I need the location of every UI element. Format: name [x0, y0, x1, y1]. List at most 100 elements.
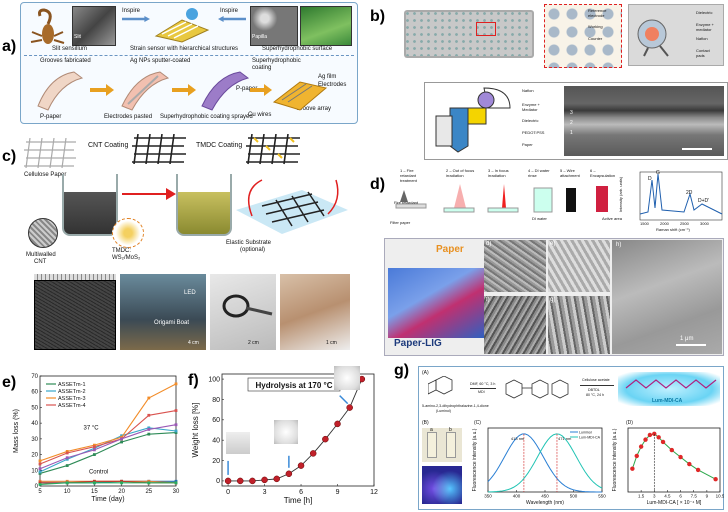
raman-peak-g: G	[656, 170, 660, 176]
intermediate-structure	[502, 374, 572, 404]
raman-tick-3: 2500	[680, 221, 689, 226]
g-D-xtick-label-4: 7.5	[691, 494, 698, 499]
f-point-6	[298, 463, 304, 469]
panel-d-label: d)	[370, 176, 385, 194]
f-xlabel: Time [h]	[284, 496, 313, 505]
g-D-xlabel: Lum-MDI-CA [ × 10⁻⁴ M]	[647, 500, 702, 506]
gd-point-3	[643, 437, 647, 441]
process-arrows	[120, 184, 180, 204]
grooves-label: Grooves fabricated	[40, 58, 91, 64]
g-D-xtick-label-5: 9	[706, 494, 709, 499]
g-D-xtick-label-3: 6	[679, 494, 682, 499]
g-C-xtick-label-0: 350	[484, 494, 492, 499]
gd-point-12	[713, 477, 717, 481]
divider-dashed	[24, 55, 354, 56]
e-xtick-label-4: 25	[145, 489, 152, 495]
e-point-3-5	[175, 409, 178, 412]
e-point-1-5	[175, 430, 178, 433]
gc-legend-label-0: Luminol	[579, 431, 592, 435]
f-ytick-label-1: 20	[212, 458, 220, 465]
e-legend-label-3: ASSETm-4	[58, 403, 86, 409]
filter-paper-label: Filter paper	[390, 220, 410, 225]
panel-b-label: b)	[370, 8, 385, 26]
ruler	[34, 274, 116, 280]
mdi-label: MDI	[478, 390, 485, 394]
slit-sem	[72, 6, 116, 46]
sem-f	[484, 296, 546, 354]
step-2: 2 – Out of focus irradiation	[446, 168, 476, 178]
scale-1cm-label: 1 cm	[326, 340, 337, 346]
e-ylabel: Mass loss (%)	[13, 409, 20, 453]
paper-label: Paper	[436, 244, 464, 255]
strain-sensor-illustration	[152, 6, 212, 44]
vial-a	[427, 432, 437, 458]
e-xtick-label-3: 20	[118, 489, 125, 495]
led-label: LED	[184, 290, 196, 296]
sample-photo-top	[334, 366, 360, 390]
sem-d-label: d)	[486, 241, 491, 247]
f-ytick-label-4: 80	[212, 397, 220, 404]
sem-mark-1: 1	[570, 130, 573, 136]
scorpion-icon	[26, 6, 66, 48]
panel-a: a) Slit Slit sensillum Inspire Strain se…	[0, 0, 364, 128]
ws2-label: WS₂/MoS₂	[112, 255, 140, 261]
panel-c: c) CNT Coating TMDC Coating Cellulose Pa…	[0, 134, 364, 354]
f-arrow-3	[340, 396, 348, 404]
g-D-xtick-label-1: 3	[653, 494, 656, 499]
f-point-0	[225, 478, 231, 484]
e-series-line-1	[40, 428, 176, 472]
sub-b-label: (B)	[422, 420, 429, 426]
sample-photo-left	[226, 432, 250, 454]
cond2c-label: 80 °C, 24 h	[586, 393, 604, 397]
raman-tick-4: 3000	[700, 221, 709, 226]
raman-peak-dd: D+D′	[698, 198, 709, 204]
e-ytick-label-7: 70	[31, 374, 38, 380]
e-point-4-3	[120, 437, 123, 440]
sem-g-label: g)	[550, 297, 555, 303]
e-xlabel: Time (day)	[91, 496, 124, 503]
e-xtick-label-2: 15	[91, 489, 98, 495]
gd-point-8	[670, 448, 674, 452]
e-point-4-5	[175, 423, 178, 426]
step-4: 4 – DI water rinse	[528, 168, 556, 178]
e-series-line-0	[40, 433, 176, 474]
mediator-label: mediator	[696, 27, 712, 32]
tmdc-circle	[112, 218, 144, 248]
luminol-name-2: (Luminol)	[436, 409, 451, 413]
sem-f-label: f)	[486, 297, 490, 303]
e-ytick-label-5: 50	[31, 405, 38, 411]
sem-e-label: e)	[550, 241, 555, 247]
fabrication-steps	[30, 66, 330, 114]
strain-sensor-label: Strain sensor with hierarchical structur…	[130, 46, 238, 52]
inspire-2-label: Inspire	[220, 8, 238, 14]
step-6: 6 – Encapsulation	[590, 168, 620, 178]
e-point-3-1	[66, 452, 69, 455]
e-ytick-label-4: 40	[31, 421, 38, 427]
active-area-label: Active area	[602, 216, 622, 221]
f-xtick-label-0: 0	[226, 489, 230, 496]
e-series-line-3	[40, 411, 176, 464]
e-xtick-label-5: 30	[173, 489, 180, 495]
f-xtick-label-4: 12	[370, 489, 378, 496]
cellulose-paper-mesh	[22, 138, 80, 168]
e-ytick-label-3: 30	[31, 437, 38, 443]
loop-fabric	[214, 284, 274, 334]
g-D-plot-frame	[628, 428, 720, 492]
e-point-2-5	[175, 382, 178, 385]
panel-e: e) 51015202530010203040506070Time (day)M…	[0, 362, 182, 512]
e-point-8-2	[93, 481, 96, 484]
step-1: 1 – Fire retardant treatment	[400, 168, 430, 183]
tmdc-label: TMDC:	[112, 248, 131, 254]
sem-scale-bar	[682, 148, 712, 150]
f-point-1	[237, 478, 243, 484]
f-ylabel: Weight loss [%]	[191, 403, 200, 458]
sem-scale-bar-d	[676, 344, 706, 346]
f-point-2	[249, 478, 255, 484]
zoom-highlight	[476, 22, 496, 36]
gd-point-1	[635, 454, 639, 458]
gd-point-9	[678, 455, 682, 459]
e-ytick-label-2: 20	[31, 453, 38, 459]
panel-d: d) 1 – Fire retardant treatment 2 – Out …	[364, 168, 728, 358]
elastic-label: Elastic Substrate	[226, 240, 271, 246]
gd-point-0	[630, 467, 634, 471]
